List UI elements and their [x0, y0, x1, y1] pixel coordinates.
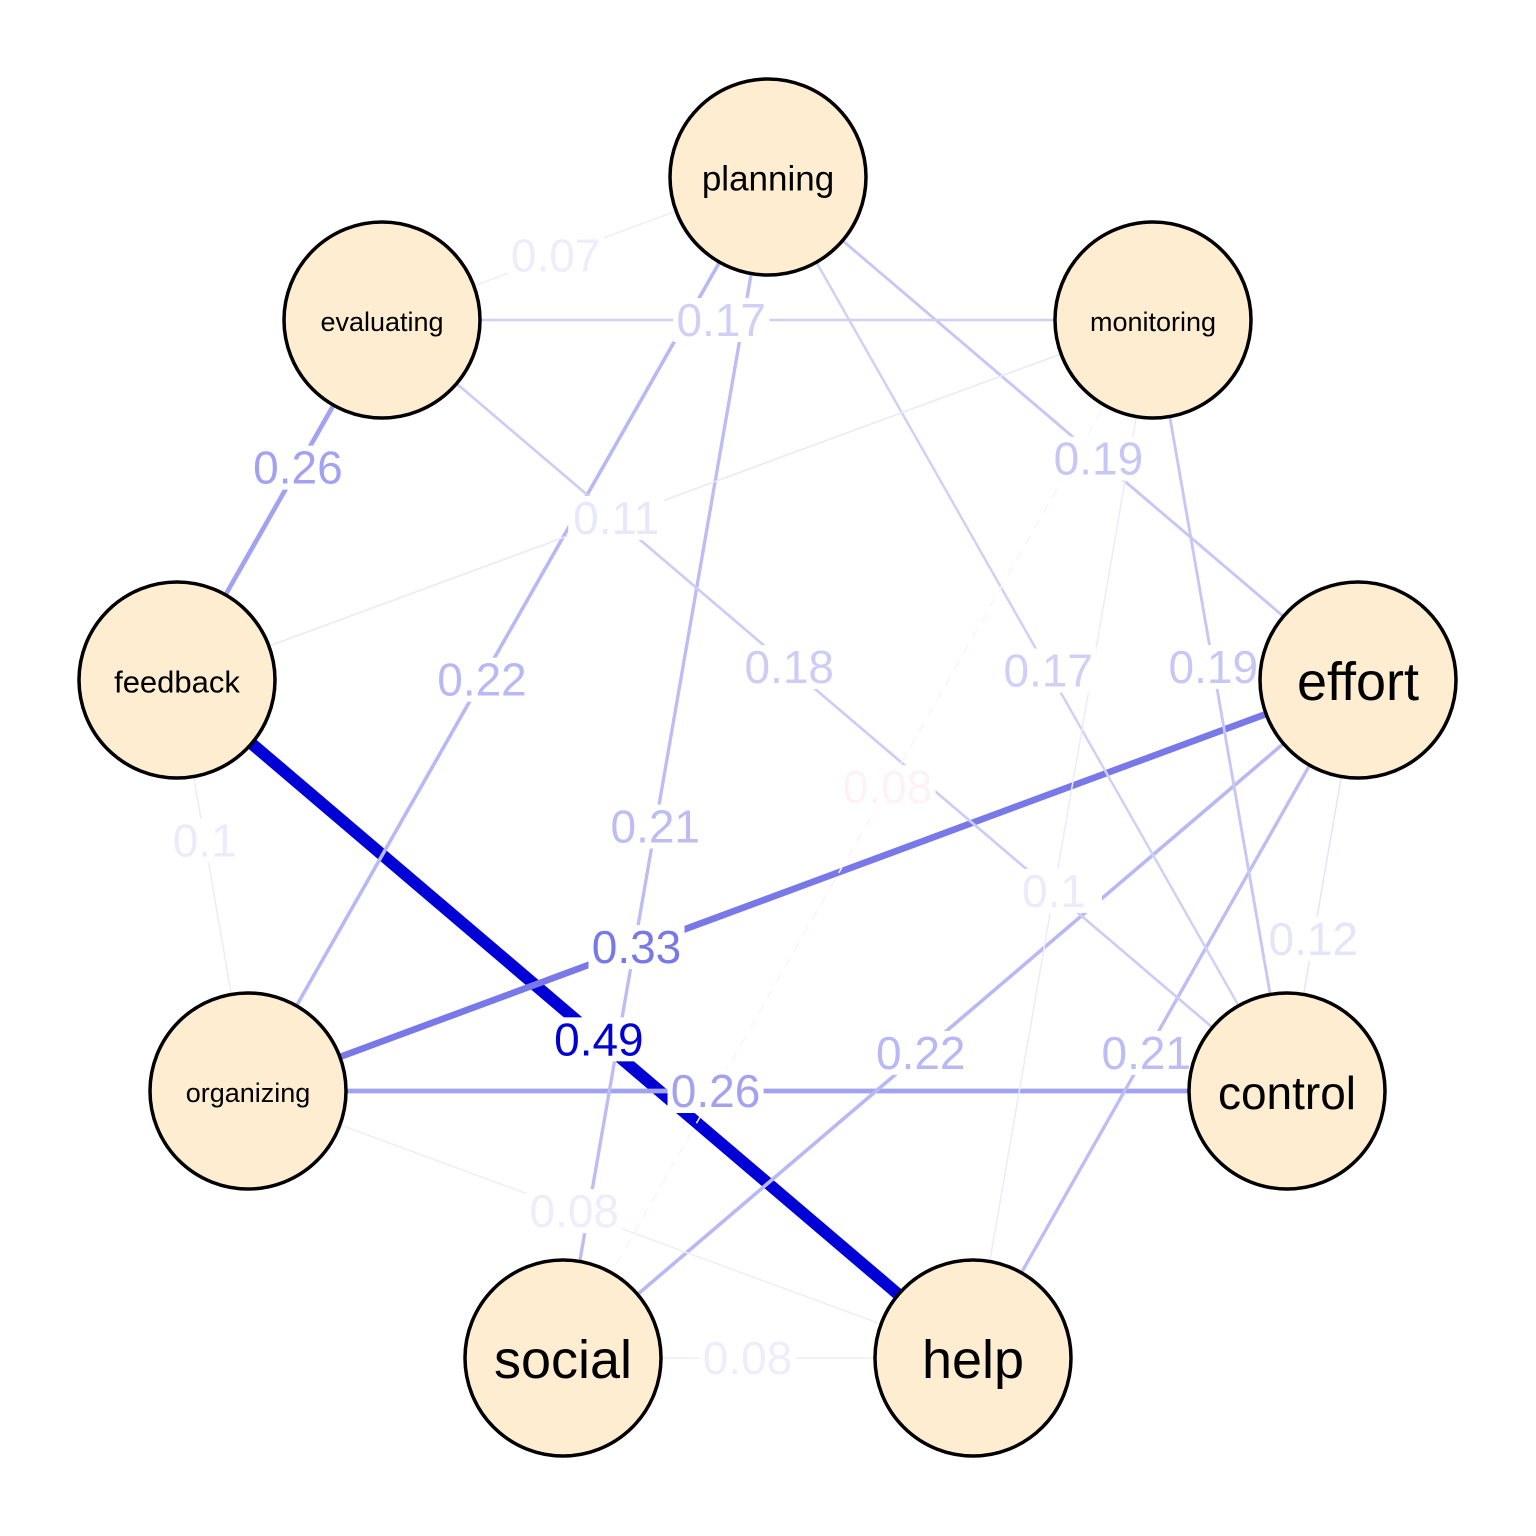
node-circle	[77, 580, 277, 780]
edge-label-background	[839, 765, 936, 810]
edge-weight-label: 0.19	[1169, 641, 1259, 693]
edge-label-background	[673, 298, 770, 342]
edge-weight-label: 0.21	[610, 801, 700, 853]
edge-label-background	[434, 657, 530, 702]
edge-label-background	[1006, 868, 1102, 913]
edge-weight-label: 0.22	[876, 1027, 966, 1079]
node-monitoring: monitoring	[1053, 220, 1253, 420]
edge-weight-label: 0.07	[511, 230, 601, 282]
node-circle	[1258, 580, 1458, 780]
node-social: social	[463, 1258, 663, 1458]
node-circle	[282, 220, 482, 420]
edge-help-monitoring	[972, 319, 1154, 1359]
edge-label-background	[667, 1069, 764, 1113]
edge-organizing-effort	[246, 676, 1360, 1095]
node-label: control	[1218, 1067, 1356, 1119]
edge-weight-label: 0.08	[843, 761, 933, 813]
node-evaluating: evaluating	[282, 220, 482, 420]
edge-weight-label: 0.21	[1101, 1027, 1191, 1079]
edge-monitoring-control	[1151, 319, 1289, 1092]
node-label: organizing	[186, 1078, 311, 1108]
edge-label-background	[1000, 648, 1097, 693]
node-control: control	[1187, 991, 1387, 1191]
edge-social-monitoring	[562, 319, 1154, 1359]
edge-weight-label: 0.26	[671, 1065, 761, 1117]
edge-evaluating-control	[381, 318, 1288, 1093]
node-circle	[463, 1258, 663, 1458]
node-help: help	[873, 1258, 1073, 1458]
edge-label-background	[550, 1017, 647, 1062]
edge-label-background	[1050, 436, 1147, 481]
node-circle	[1053, 220, 1253, 420]
edge-label-background	[507, 233, 604, 278]
edge-label-background	[1098, 1030, 1195, 1075]
node-circle	[873, 1258, 1073, 1458]
node-label: monitoring	[1090, 307, 1216, 337]
edge-social-planning	[561, 176, 770, 1359]
node-planning: planning	[668, 77, 868, 277]
edge-label-background	[699, 1336, 796, 1380]
node-circle	[1187, 991, 1387, 1191]
nodes-layer: planning monitoring effort control help socia…	[77, 77, 1458, 1458]
edge-social-effort	[561, 678, 1360, 1360]
edge-label-background	[607, 804, 704, 849]
edge-weight-label: 0.11	[573, 492, 659, 544]
node-label: feedback	[114, 665, 240, 700]
edge-label-background	[568, 496, 665, 540]
edge-weight-label: 0.17	[676, 294, 766, 346]
node-label: effort	[1297, 652, 1419, 712]
edge-label-background	[741, 644, 838, 689]
edge-weight-label: 0.08	[529, 1185, 619, 1237]
edge-weight-label: 0.17	[1003, 645, 1093, 697]
edge-labels-layer: 0.49 0.33 0.26 0.26 0.22 0.22 0.21 0.21 0.19 0.19…	[156, 230, 1362, 1384]
node-circle	[148, 991, 348, 1191]
edge-label-background	[1165, 644, 1262, 689]
edge-weight-label: 0.49	[554, 1013, 644, 1065]
edge-label-background	[249, 445, 346, 490]
edge-planning-control	[766, 176, 1289, 1092]
node-organizing: organizing	[148, 991, 348, 1191]
edge-weight-label: 0.18	[744, 641, 834, 693]
edge-label-background	[588, 925, 685, 970]
edge-weight-label: 0.33	[592, 921, 682, 973]
edge-weight-label: 0.1	[1022, 865, 1086, 917]
edge-label-background	[156, 818, 253, 863]
edge-label-background	[526, 1189, 623, 1234]
edge-weight-label: 0.08	[703, 1332, 793, 1384]
edge-weight-label: 0.1	[173, 814, 237, 866]
edge-planning-effort	[767, 175, 1359, 682]
edge-label-background	[872, 1030, 969, 1075]
edge-weight-label: 0.19	[1054, 433, 1144, 485]
edge-weight-label: 0.12	[1269, 913, 1359, 965]
node-label: help	[922, 1330, 1024, 1390]
node-label: planning	[702, 160, 834, 199]
edge-label-background	[1265, 916, 1362, 961]
node-effort: effort	[1258, 580, 1458, 780]
node-feedback: feedback	[77, 580, 277, 780]
edge-weight-label: 0.22	[437, 654, 527, 706]
edge-weight-label: 0.26	[253, 442, 343, 494]
edge-help-effort	[971, 679, 1360, 1359]
node-label: social	[494, 1330, 632, 1390]
node-label: evaluating	[320, 307, 443, 337]
edge-feedback-monitoring	[176, 319, 1154, 681]
node-circle	[668, 77, 868, 277]
